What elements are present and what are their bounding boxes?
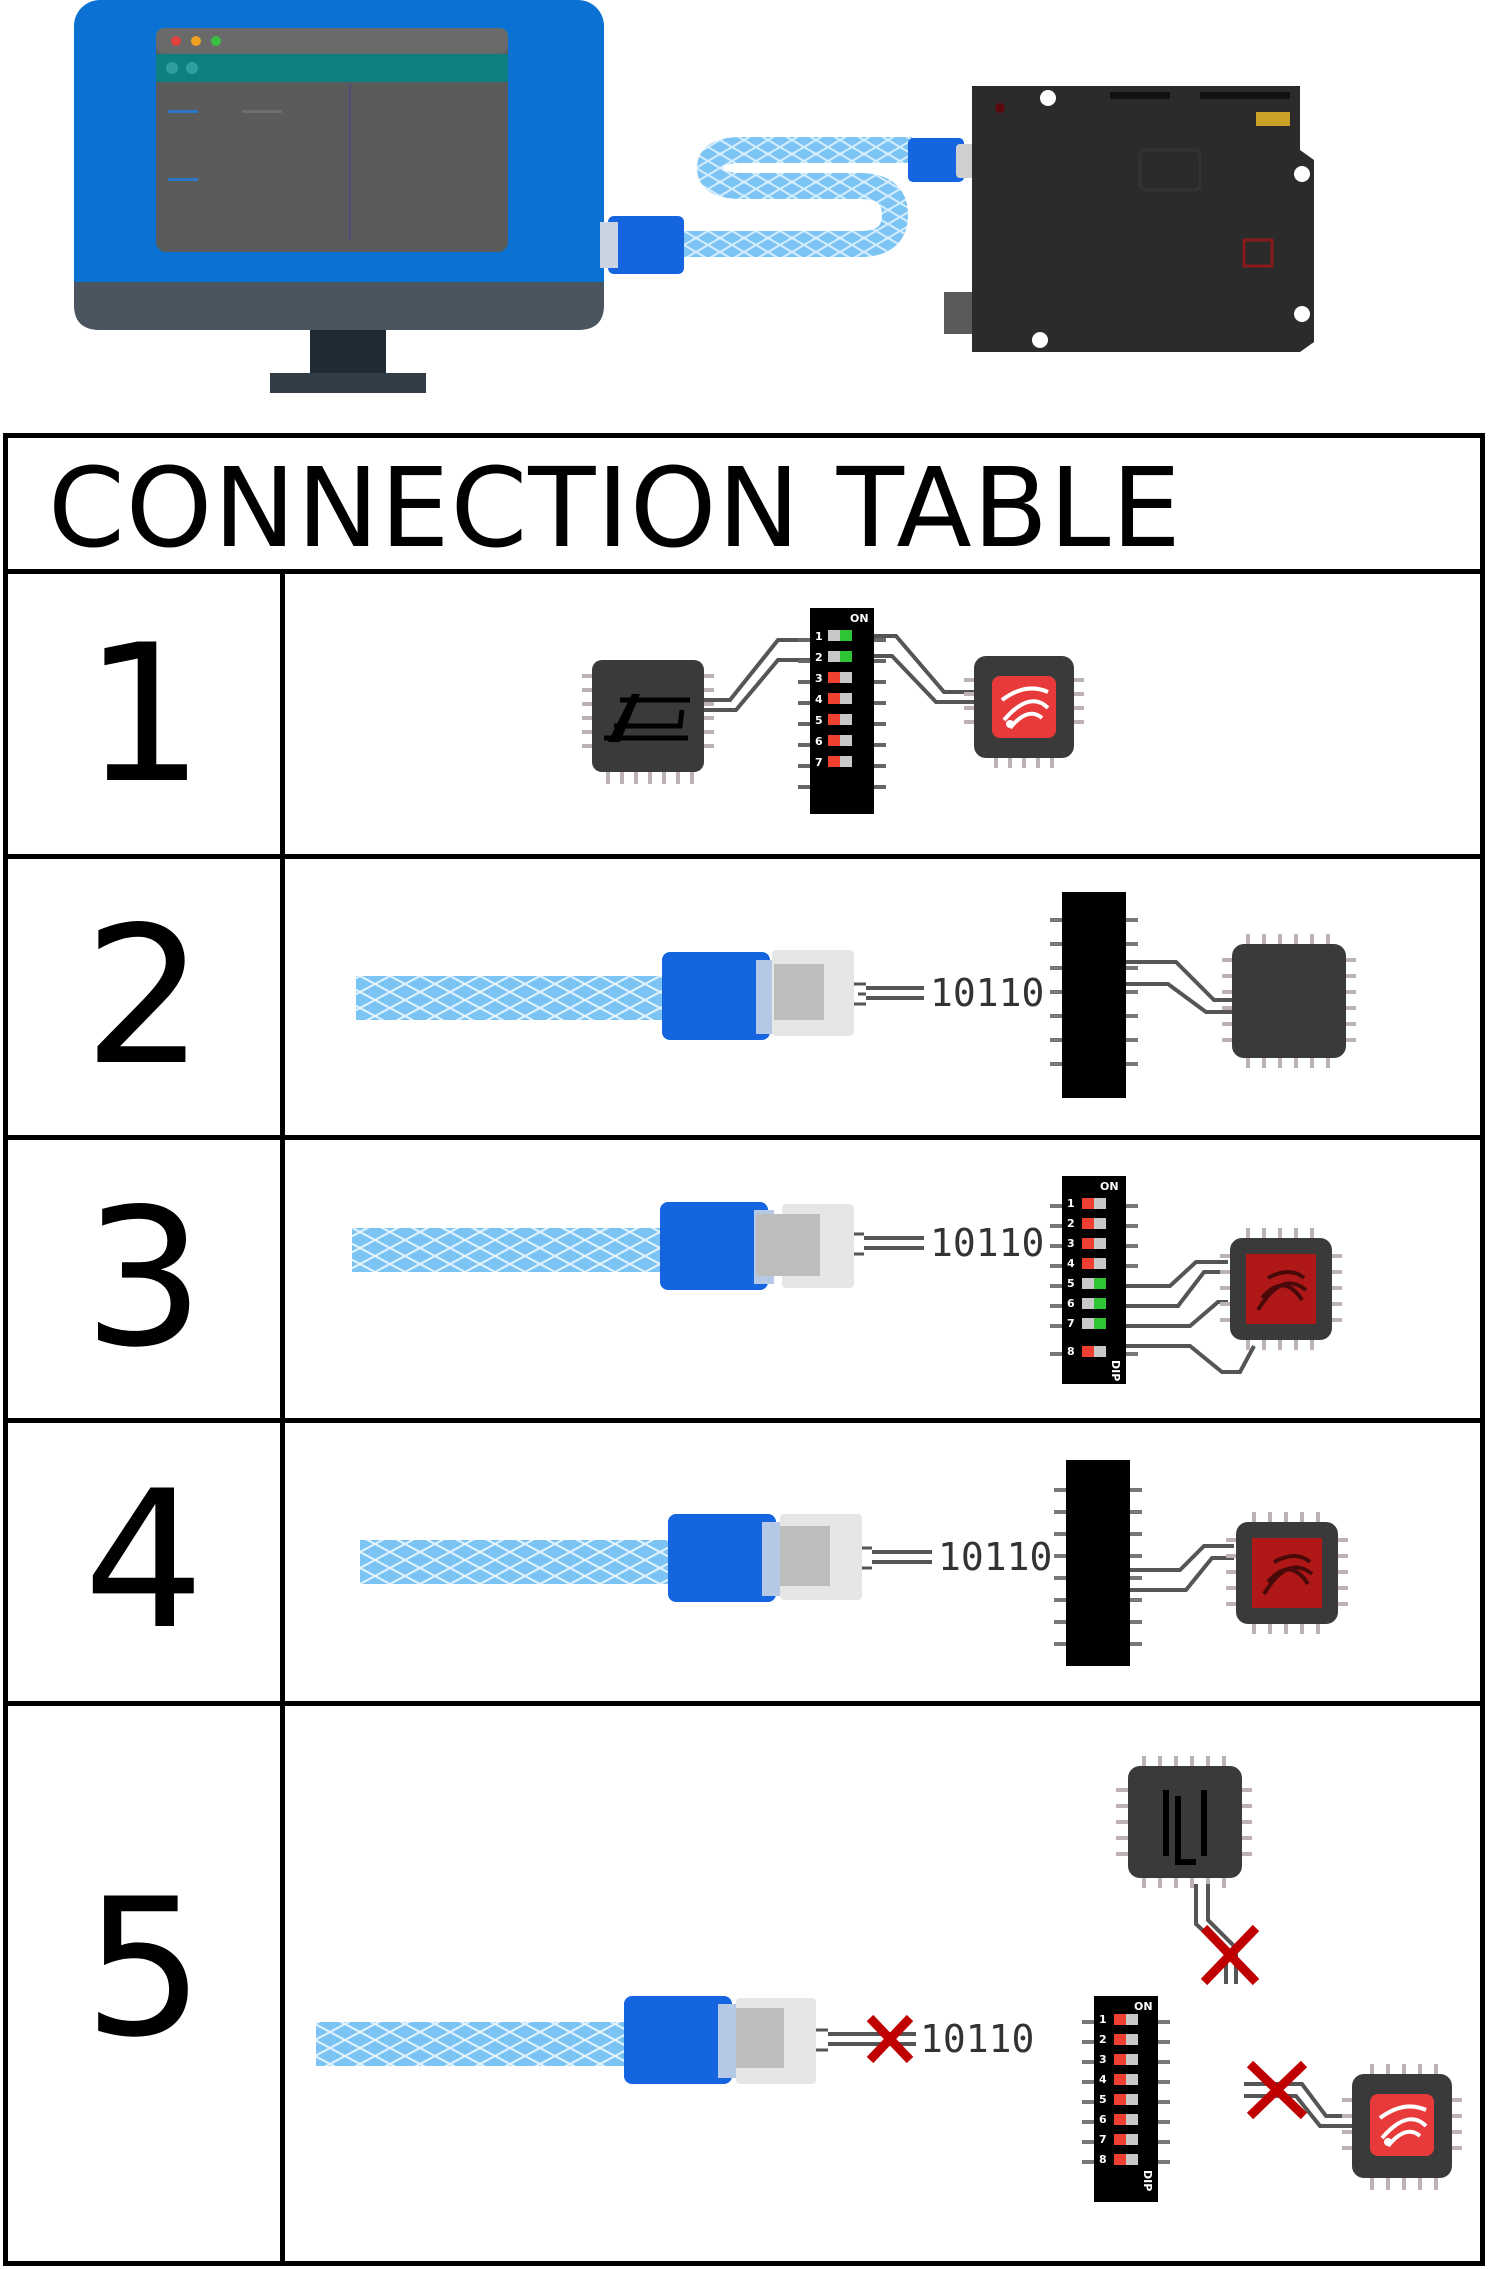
row-number-5: 5 [83, 1858, 205, 2079]
usb-cable-icon [600, 137, 988, 274]
arduino-board-icon [944, 86, 1314, 352]
monitor-icon [74, 0, 604, 393]
row-number-1: 1 [83, 604, 205, 825]
row-divider [8, 1135, 1480, 1140]
row-number-3: 3 [83, 1168, 205, 1389]
table-title: CONNECTION TABLE [48, 444, 1182, 572]
row-number-2: 2 [83, 886, 205, 1107]
row-divider [8, 1418, 1480, 1423]
row-divider [8, 854, 1480, 859]
connection-table: CONNECTION TABLE 1 2 3 4 5 [3, 433, 1485, 2266]
row-number-4: 4 [83, 1450, 205, 1671]
table-title-row: CONNECTION TABLE [8, 438, 1480, 574]
row-divider [8, 1701, 1480, 1706]
column-divider [280, 574, 285, 2261]
hero-illustration [74, 0, 1314, 393]
